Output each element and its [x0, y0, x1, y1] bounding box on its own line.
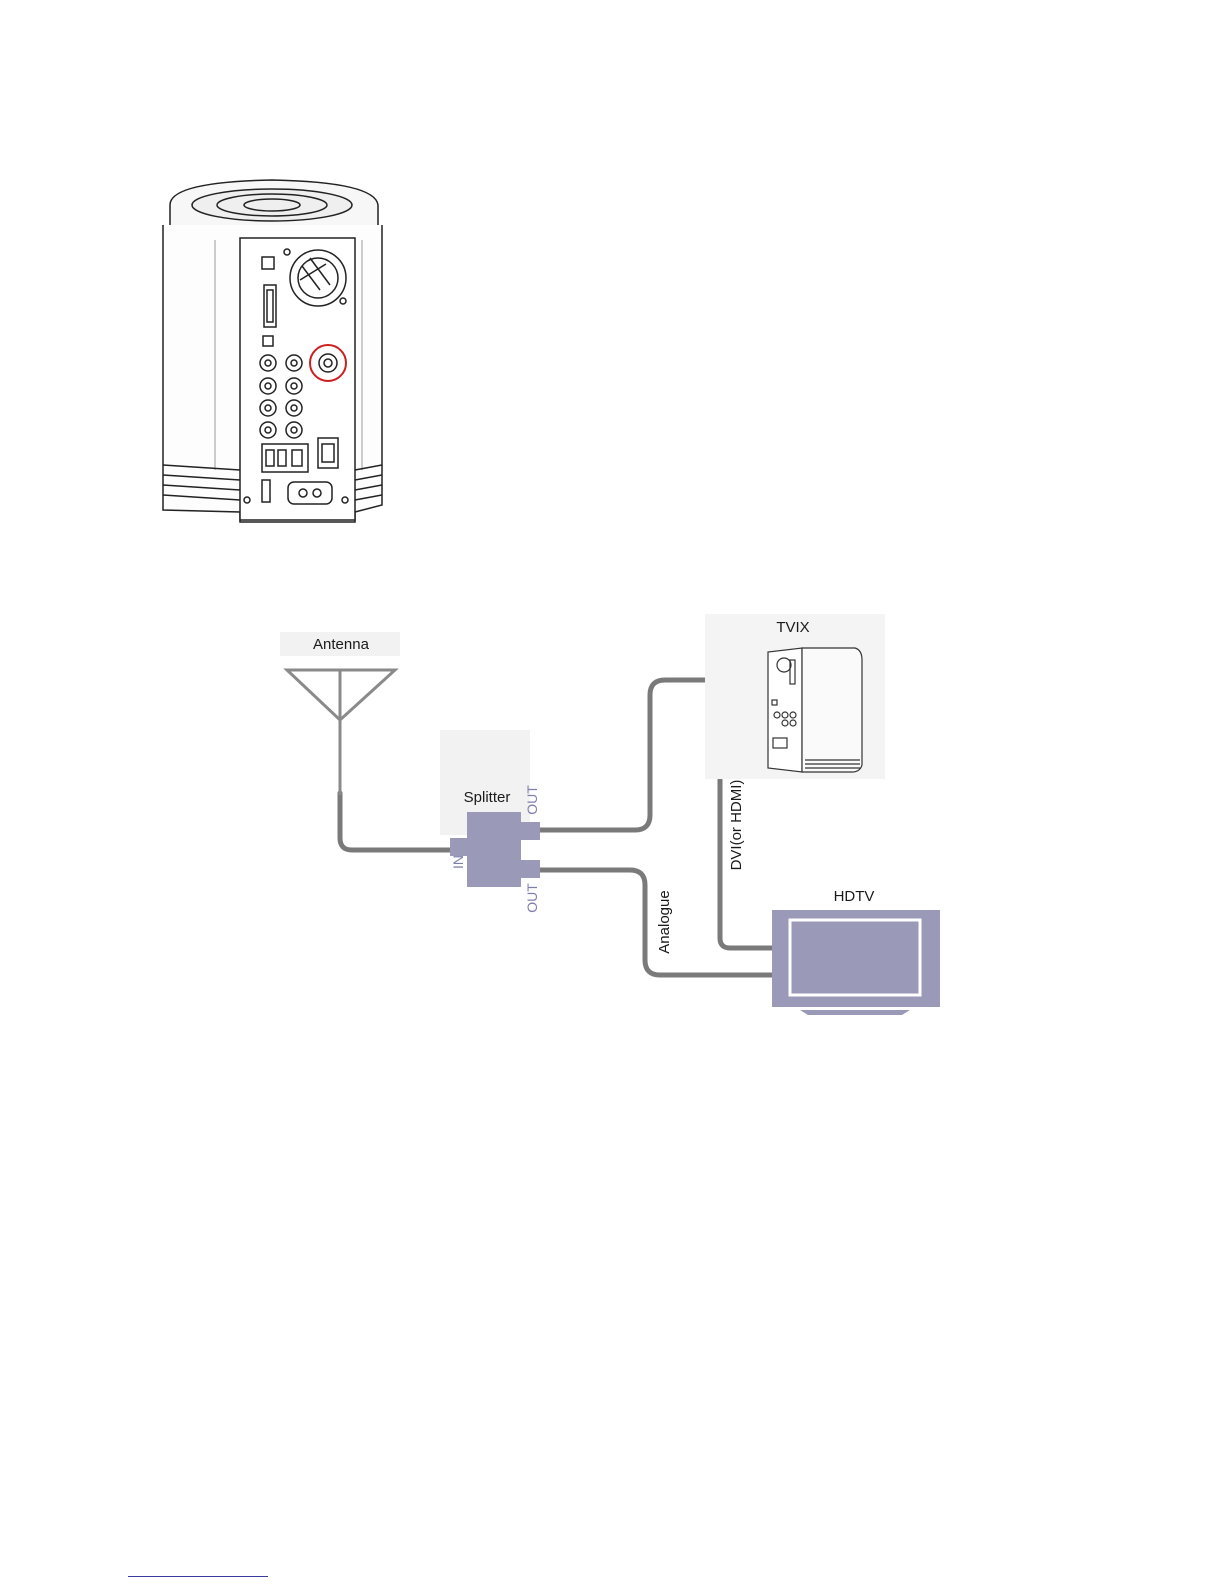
splitter-label: Splitter [464, 789, 511, 806]
hdtv-label: HDTV [834, 888, 875, 905]
splitter-icon: Splitter IN OUT OUT [440, 730, 540, 913]
splitter-out-bottom-label: OUT [524, 883, 540, 913]
splitter-in-label: IN [450, 855, 466, 869]
dvi-cable-label: DVI(or HDMI) [728, 780, 745, 871]
footnote-separator [128, 1576, 268, 1577]
tvix-device-icon: TVIX [705, 614, 885, 779]
antenna-label: Antenna [313, 636, 370, 653]
television-icon: HDTV [772, 888, 940, 1015]
analogue-cable-label: Analogue [656, 890, 673, 953]
tvix-label: TVIX [776, 619, 809, 636]
antenna-icon: Antenna [280, 632, 400, 795]
splitter-out-top-label: OUT [524, 785, 540, 815]
antenna-to-splitter-cable [340, 793, 450, 850]
tvix-rear-panel-illustration [163, 180, 382, 522]
